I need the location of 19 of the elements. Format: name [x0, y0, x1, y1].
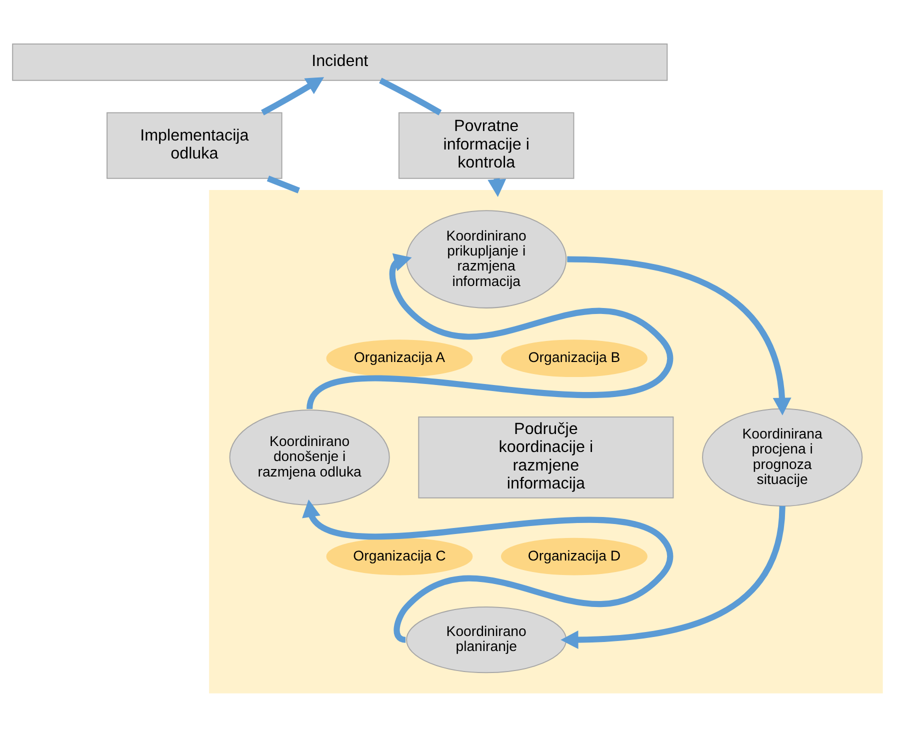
arrow — [560, 506, 786, 650]
node-ellipse: Koordinirano prikupljanje i razmjena informacija — [406, 210, 567, 308]
node-ellipse: Organizacija A — [326, 340, 473, 378]
node-ellipse: Koordinirano planiranje — [406, 606, 567, 674]
arrow — [261, 77, 324, 116]
arrow — [567, 256, 792, 416]
arrow — [302, 499, 674, 643]
node-box: Implementacija odluka — [106, 112, 282, 179]
node-ellipse: Koordinirana procjena i prognoza situacije — [702, 408, 863, 507]
arrow — [306, 253, 674, 410]
node-box: Područje koordinacije i razmjene informacija — [418, 416, 674, 498]
node-ellipse: Organizacija B — [501, 340, 648, 378]
cluster — [209, 190, 883, 694]
node-box: Povratne informacije i kontrola — [398, 112, 574, 179]
node-ellipse: Organizacija C — [326, 538, 473, 576]
node-box: Incident — [12, 44, 668, 81]
connector — [266, 176, 300, 194]
node-ellipse: Koordinirano donošenje i razmjena odluka — [229, 409, 390, 506]
node-ellipse: Organizacija D — [501, 538, 648, 576]
